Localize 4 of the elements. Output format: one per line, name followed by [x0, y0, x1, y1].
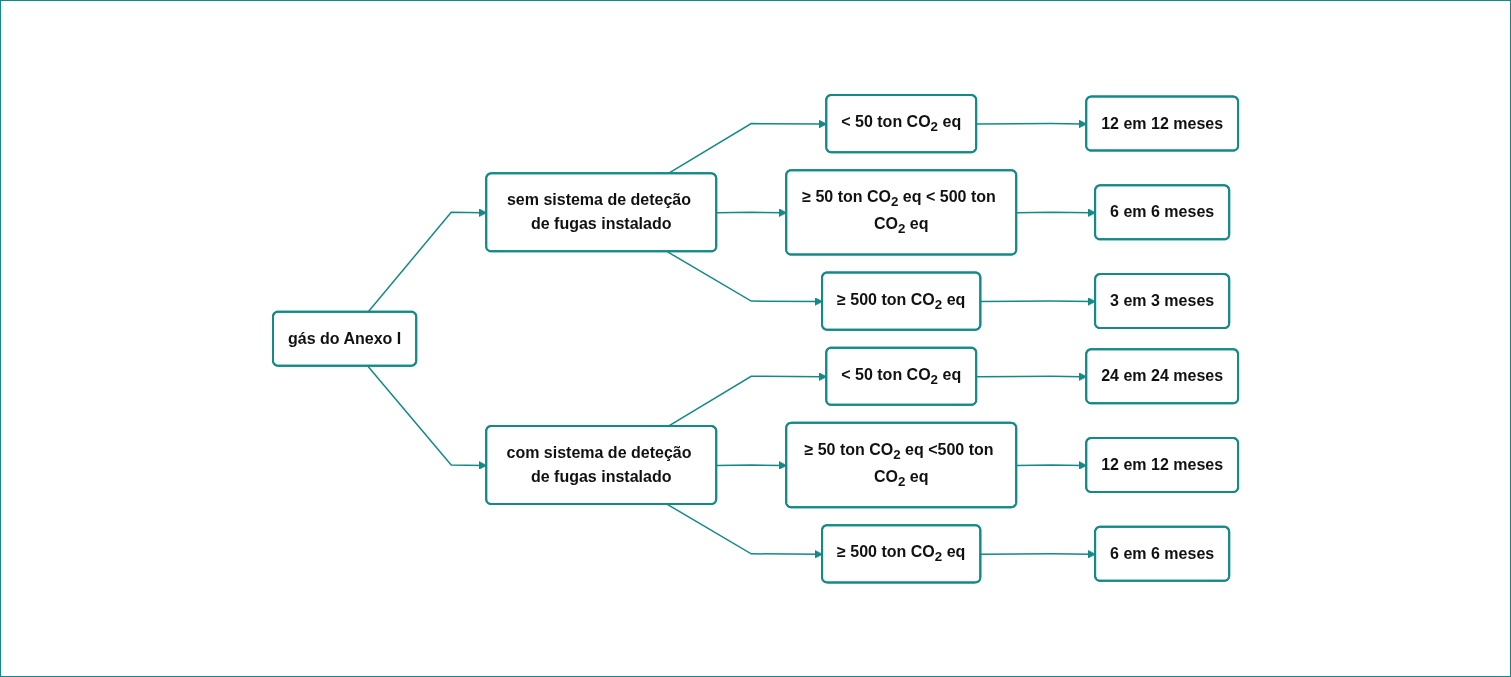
arrow [666, 503, 823, 559]
arrow [666, 250, 823, 306]
arrow [980, 296, 1096, 306]
arrow [980, 549, 1096, 559]
